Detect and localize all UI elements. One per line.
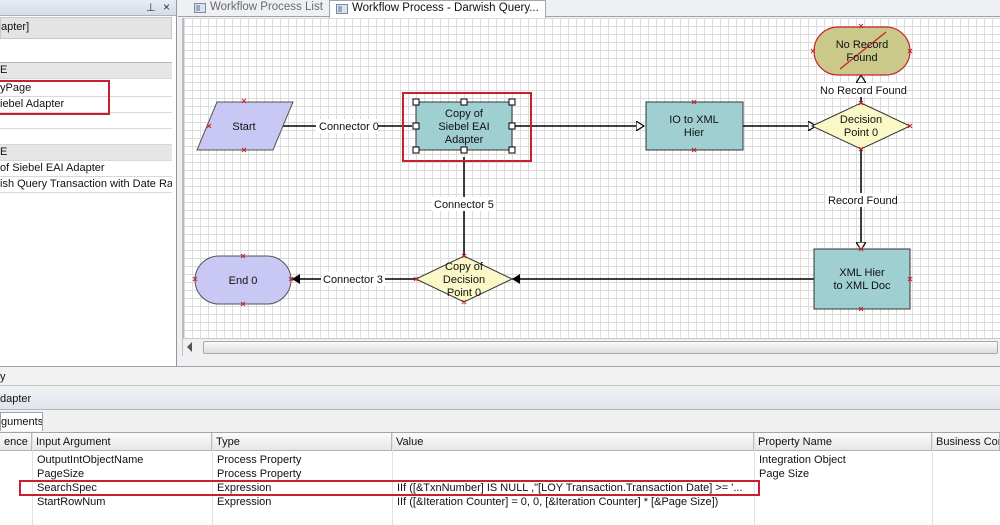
step-detail-header: dapter [0, 390, 1000, 410]
property-row[interactable] [0, 113, 172, 129]
cell-property-name[interactable] [755, 481, 931, 495]
properties-panel: ⊥ × apter] E yPage iebel Adapter E of Si… [0, 0, 177, 370]
workflow-diagram[interactable]: Connector 0 No Record Found Record Found… [184, 18, 1000, 338]
copy-decision-label-1: Copy of [445, 261, 484, 273]
property-row[interactable]: ish Query Transaction with Date Ra [0, 177, 172, 193]
adapter-step-label-2: Siebel EAI [438, 121, 489, 133]
io-to-xml-hier-step[interactable]: IO to XML Hier [645, 101, 744, 151]
decision-point-0[interactable]: Decision Point 0 [810, 102, 912, 150]
no-record-label-2: Found [846, 52, 877, 64]
properties-grid: E yPage iebel Adapter E of Siebel EAI Ad… [0, 62, 172, 362]
xml-doc-label-2: to XML Doc [833, 280, 891, 292]
no-record-found-label: No Record Found [820, 85, 907, 97]
connector-0-label: Connector 0 [319, 121, 379, 133]
end-step[interactable]: End 0 [194, 255, 292, 305]
column-header[interactable]: Input Argument [32, 433, 212, 451]
highlight-box [402, 92, 532, 162]
column-header[interactable]: Business Com [932, 433, 1000, 451]
tab-workflow-process[interactable]: Workflow Process - Darwish Query... [329, 0, 546, 18]
properties-object-title: apter] [0, 17, 172, 39]
properties-panel-header: ⊥ × [0, 0, 176, 16]
connector-3[interactable]: Connector 3 [292, 272, 416, 286]
property-row[interactable]: of Siebel EAI Adapter [0, 161, 172, 177]
xml-doc-label-1: XML Hier [839, 267, 885, 279]
bottom-panel-bar: y [0, 366, 1000, 386]
no-record-found-stop[interactable]: No Record Found [813, 26, 911, 76]
bottom-panel-label: y [0, 371, 6, 383]
xml-hier-to-xml-doc-step[interactable]: XML Hier to XML Doc [813, 248, 911, 310]
adapter-step-label-1: Copy of [445, 108, 484, 120]
property-category[interactable]: E [0, 63, 172, 79]
cell-value[interactable]: IIf ([&Iteration Counter] = 0, 0, [&Iter… [397, 496, 719, 508]
cell-input-argument[interactable]: PageSize [37, 468, 85, 480]
cell-type[interactable]: Process Property [217, 454, 302, 466]
highlight-box [19, 480, 760, 496]
cell-input-argument[interactable]: StartRowNum [37, 496, 106, 508]
copy-decision-label-2: Decision [443, 274, 485, 286]
record-found-label: Record Found [828, 195, 898, 207]
copy-of-siebel-eai-adapter-step[interactable]: Copy of Siebel EAI Adapter [402, 92, 532, 162]
column-header[interactable]: ence [0, 433, 32, 451]
canvas-horizontal-scrollbar[interactable] [183, 338, 1000, 356]
copy-of-decision-point-0[interactable]: Copy of Decision Point 0 [414, 255, 514, 303]
connector-5-label: Connector 5 [434, 199, 494, 211]
start-step[interactable]: Start [196, 101, 294, 151]
io-xml-label-1: IO to XML [669, 114, 719, 126]
cell-type[interactable]: Process Property [217, 468, 302, 480]
start-step-label: Start [232, 121, 255, 133]
property-category[interactable]: E [0, 145, 172, 161]
adapter-step-label-3: Adapter [445, 134, 484, 146]
step-detail-title: dapter [0, 393, 32, 405]
connector-record-found[interactable]: Record Found [826, 149, 898, 250]
decision-0-label-2: Point 0 [844, 127, 878, 139]
cell-value[interactable]: IIf ([&TxnNumber] IS NULL ,"[LOY Transac… [397, 482, 743, 494]
document-icon [336, 4, 348, 14]
property-row[interactable]: iebel Adapter [0, 97, 172, 113]
step-detail-tabs: guments [0, 410, 1000, 432]
canvas-left-edge [178, 18, 183, 356]
cell-input-argument[interactable]: OutputIntObjectName [37, 454, 144, 466]
tab-input-arguments[interactable]: guments [0, 412, 43, 431]
connection-points [192, 23, 913, 312]
column-header[interactable]: Value [392, 433, 754, 451]
io-xml-label-2: Hier [684, 127, 705, 139]
editor-tab-bar: Workflow Process List Workflow Process -… [178, 0, 1000, 18]
connector-no-record-found[interactable]: No Record Found [818, 75, 907, 105]
no-record-label-1: No Record [836, 39, 889, 51]
document-icon [194, 3, 206, 13]
cell-property-name[interactable]: Integration Object [759, 454, 846, 466]
input-arguments-grid: ence Input Argument Type Value Property … [0, 432, 1000, 525]
close-icon[interactable]: × [163, 0, 171, 14]
pin-icon[interactable]: ⊥ [146, 2, 156, 14]
workflow-canvas[interactable]: Connector 0 No Record Found Record Found… [183, 18, 1000, 338]
cell-value[interactable] [393, 453, 753, 467]
property-row[interactable]: yPage [0, 81, 172, 97]
cell-type[interactable]: Expression [217, 496, 272, 508]
connector-3-label: Connector 3 [323, 274, 383, 286]
cell-input-argument[interactable]: SearchSpec [37, 482, 97, 494]
selection-handles[interactable] [412, 98, 516, 154]
cell-value[interactable] [393, 467, 753, 481]
connector-5[interactable]: Connector 5 [432, 157, 496, 256]
scroll-left-arrow-icon[interactable] [187, 342, 192, 352]
cell-type[interactable]: Expression [217, 482, 272, 494]
property-row[interactable] [0, 129, 172, 145]
highlight-box [0, 80, 110, 115]
column-header[interactable]: Property Name [754, 433, 932, 451]
connector-0[interactable]: Connector 0 [281, 119, 412, 133]
decision-0-label-1: Decision [840, 114, 882, 126]
cell-property-name[interactable] [755, 495, 931, 509]
end-step-label: End 0 [229, 275, 258, 287]
copy-decision-label-3: Point 0 [447, 287, 481, 299]
column-header[interactable]: Type [212, 433, 392, 451]
scrollbar-thumb[interactable] [203, 341, 998, 354]
cell-property-name[interactable]: Page Size [759, 468, 810, 480]
tab-workflow-process-list[interactable]: Workflow Process List [188, 0, 330, 17]
